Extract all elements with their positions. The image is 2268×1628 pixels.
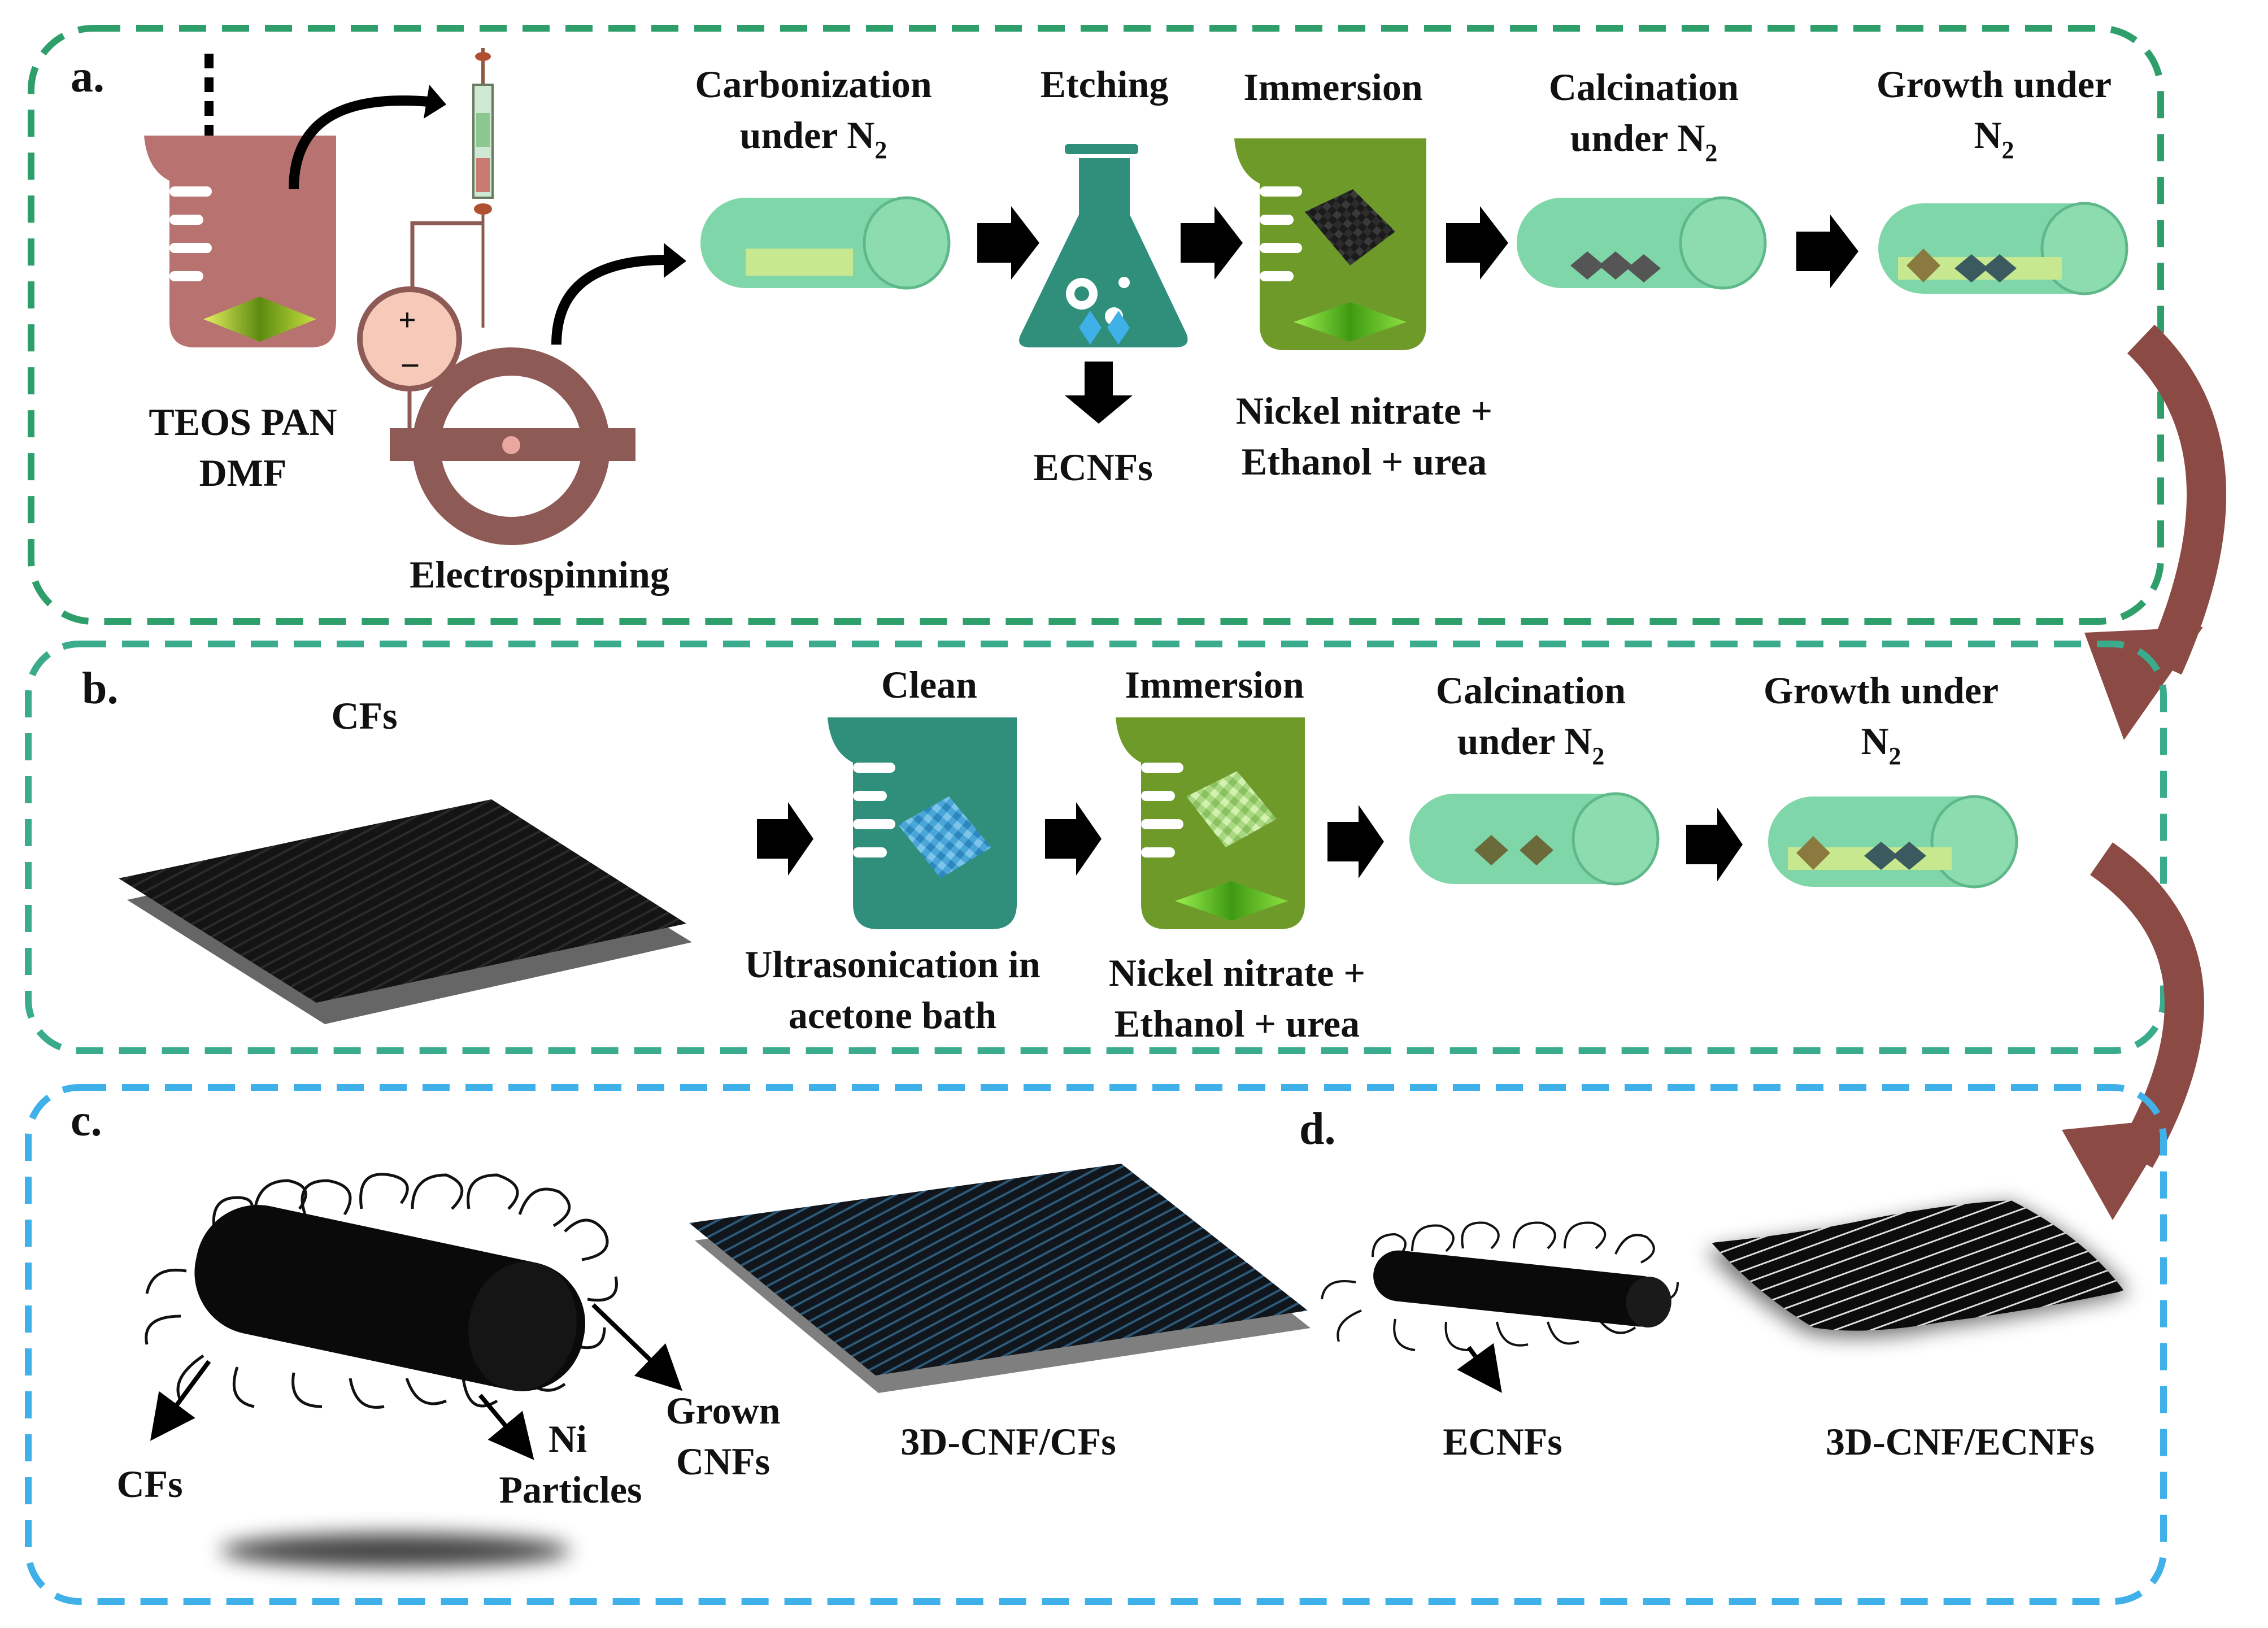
panel-cd: c. d. (25, 1084, 2167, 1605)
carbonization-furnace-tube (700, 196, 951, 290)
label-ecnfs-a: ECNFs (1033, 446, 1153, 489)
panel-d-letter: d. (1299, 1104, 1336, 1154)
panel-cd-border (25, 1084, 2167, 1605)
curved-arrow-to-syringe (289, 95, 430, 190)
panel-a-border (28, 25, 2164, 625)
clean-title: Clean (881, 663, 977, 706)
pointer-ecnfs (1457, 1343, 1502, 1393)
curved-arrow-head (424, 85, 446, 119)
panel-a: a. + – (28, 25, 2164, 625)
panel-b-letter: b. (82, 664, 119, 713)
step-arrow-a3 (1446, 206, 1508, 280)
pointer-ni (478, 1394, 534, 1460)
green-crystal-icon (203, 297, 316, 342)
label-cfs-c: CFs (116, 1462, 182, 1505)
label-cnfs: CNFs (676, 1440, 770, 1483)
label-3d-cnf-ecnfs: 3D-CNF/ECNFs (1826, 1420, 2095, 1463)
clean-beaker (828, 717, 1017, 929)
calcination-subtitle-b: under N2 (1457, 720, 1605, 770)
calcination-title-b: Calcination (1436, 669, 1626, 712)
pointer-cfs (150, 1360, 211, 1441)
growth-subtitle-a: N2 (1974, 114, 2014, 164)
label-ecnfs-d: ECNFs (1443, 1420, 1562, 1463)
curved-arrow-to-furnace (551, 255, 667, 345)
label-ultrasonication: Ultrasonication in (745, 943, 1040, 986)
label-solution-a1: Nickel nitrate + (1236, 389, 1492, 432)
connector-arrow-b-to-c (2089, 842, 2204, 1168)
label-solution-a2: Ethanol + urea (1242, 440, 1487, 483)
lime-crystal-icon-b (1175, 881, 1288, 921)
label-teos-pan: TEOS PAN (149, 401, 337, 443)
label-dmf: DMF (199, 451, 287, 494)
carbon-fiber-sheet (119, 799, 692, 1024)
label-solution-b1: Nickel nitrate + (1109, 951, 1365, 994)
carbonization-title: Carbonization (695, 63, 931, 106)
label-ni: Ni (549, 1417, 587, 1460)
step-arrow-a1 (977, 206, 1039, 280)
calcination-furnace-tube-a (1517, 196, 1767, 290)
connector-arrow-b-to-c-head (2062, 1118, 2175, 1220)
fiber-shadow (220, 1534, 571, 1568)
svg-text:+: + (398, 303, 416, 338)
pointer-grown-cnfs (591, 1303, 683, 1391)
fiber-swatch-dark (1305, 189, 1395, 265)
immersion-beaker-b (1116, 717, 1305, 929)
step-arrow-b4 (1686, 808, 1743, 881)
collector-wheel-icon (390, 347, 635, 545)
etching-flask-icon (1019, 144, 1188, 347)
precursor-beaker (144, 136, 336, 347)
label-3d-cnf-cfs: 3D-CNF/CFs (900, 1420, 1116, 1463)
panel-c-letter: c. (71, 1096, 102, 1146)
etching-title: Etching (1041, 63, 1169, 106)
immersion-title-b: Immersion (1125, 663, 1304, 706)
growth-furnace-tube-b (1768, 795, 2018, 889)
step-arrow-b3 (1327, 805, 1384, 878)
label-acetone-bath: acetone bath (789, 994, 996, 1037)
step-arrow-b1 (757, 802, 813, 876)
calcination-subtitle-a: under N2 (1570, 116, 1718, 167)
cnf-ecnf-sheet (1706, 1200, 2130, 1338)
fiber-swatch-blue (898, 796, 991, 878)
connector-arrow-a-to-b-head (2084, 627, 2203, 740)
lime-crystal-icon (1294, 302, 1407, 342)
calcination-furnace-tube-b (1409, 792, 1660, 886)
curved-arrow-head-2 (664, 243, 686, 278)
label-solution-b2: Ethanol + urea (1115, 1002, 1360, 1045)
supply-wire (410, 221, 483, 305)
calcination-title-a: Calcination (1549, 66, 1739, 108)
fiber-swatch-light (1186, 771, 1277, 847)
growth-title-a: Growth under (1877, 63, 2112, 106)
step-arrow-a2 (1181, 206, 1243, 280)
connector-arrow-a-to-b (2127, 324, 2226, 675)
panel-a-letter: a. (71, 52, 105, 102)
growth-furnace-tube-a (1878, 202, 2128, 295)
growth-subtitle-b: N2 (1861, 720, 1901, 770)
step-arrow-b2 (1045, 802, 1102, 876)
cnf-cf-sheet (689, 1164, 1311, 1393)
immersion-title-a: Immersion (1243, 66, 1422, 108)
step-arrow-a4 (1796, 215, 1858, 288)
label-electrospinning: Electrospinning (410, 553, 669, 596)
label-grown: Grown (666, 1389, 781, 1432)
panel-b: b. CFs Clean Ultrasonication in acetone … (25, 641, 2167, 1054)
svg-text:–: – (402, 345, 419, 380)
syringe-icon (472, 48, 494, 328)
label-cfs-b: CFs (331, 694, 397, 737)
cf-with-cnfs-illustration (145, 1173, 618, 1409)
carbonization-subtitle: under N2 (740, 114, 887, 164)
immersion-beaker-a (1234, 138, 1426, 350)
growth-title-b: Growth under (1764, 669, 1999, 712)
down-arrow-ecnfs (1065, 362, 1133, 424)
label-particles: Particles (499, 1468, 642, 1511)
ecnf-with-cnfs-illustration (1321, 1221, 1679, 1351)
